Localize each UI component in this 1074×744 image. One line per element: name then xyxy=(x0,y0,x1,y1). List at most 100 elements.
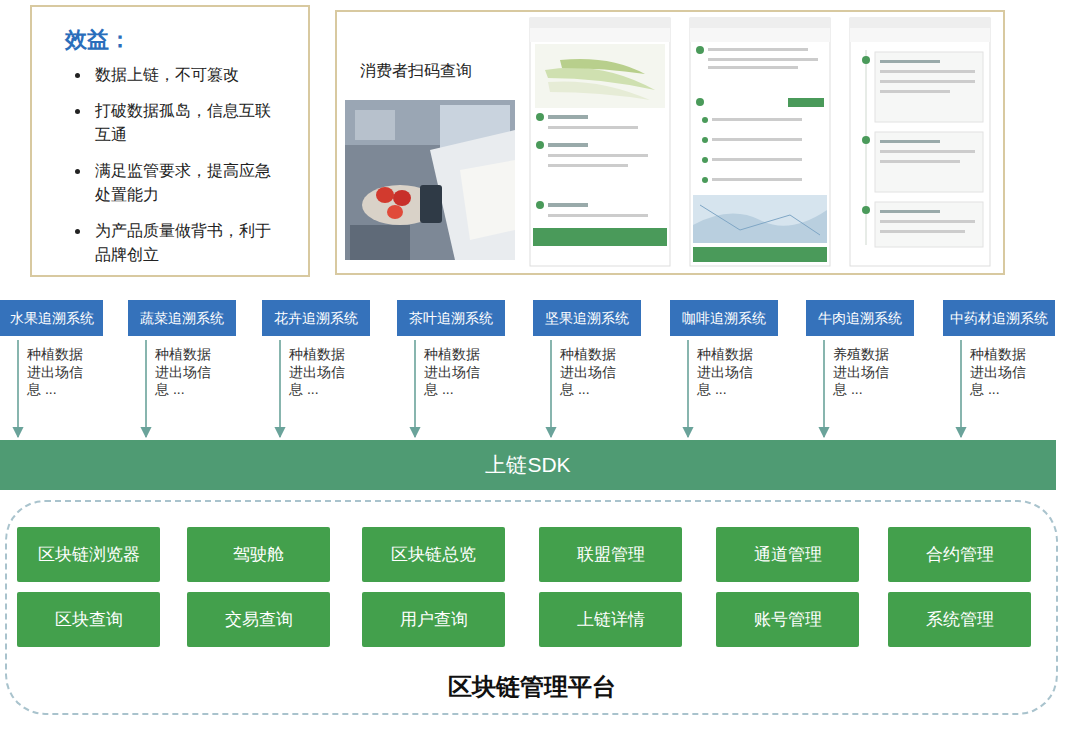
node-label: 交易查询 xyxy=(225,608,293,631)
flow-arrow xyxy=(550,340,552,437)
edge-label: 种植数据 进出场信息 ... xyxy=(697,346,759,399)
platform-outline: 区块链管理平台 区块链浏览器 驾驶舱 区块链总览 联盟管理 通道管理 合约管理区块查询 交易查… xyxy=(5,500,1058,715)
node-label: 花卉追溯系统 xyxy=(274,310,358,327)
node-label: 账号管理 xyxy=(754,608,822,631)
text-holder: 效益： xyxy=(65,25,302,55)
text-holder: 茶叶追溯系统 xyxy=(409,310,493,327)
text-holder: 系统管理 xyxy=(926,608,994,631)
edge-label-holder: 种植数据 进出场信息 ... xyxy=(155,346,217,399)
node-label: 上链SDK xyxy=(485,451,570,479)
trace-system-box: 坚果追溯系统 xyxy=(533,300,641,336)
flow-arrow xyxy=(279,340,281,437)
node-label: 通道管理 xyxy=(754,543,822,566)
function-box: 区块链浏览器 xyxy=(17,527,160,582)
function-box: 交易查询 xyxy=(187,592,330,647)
text-holder: 为产品质量做背书，利于品牌创立 xyxy=(65,219,302,267)
text-holder: 蔬菜追溯系统 xyxy=(140,310,224,327)
text-holder: 通道管理 xyxy=(754,543,822,566)
text-holder: 上链详情 xyxy=(577,608,645,631)
edge-label-holder: 种植数据 进出场信息 ... xyxy=(697,346,759,399)
scan-photo xyxy=(345,100,515,260)
function-box: 区块查询 xyxy=(17,592,160,647)
node-label: 系统管理 xyxy=(926,608,994,631)
text-holder: 区块查询 xyxy=(55,608,123,631)
edge-label-holder: 种植数据 进出场信息 ... xyxy=(970,346,1032,399)
flow-arrow xyxy=(145,340,147,437)
node-label: 中药材追溯系统 xyxy=(950,310,1048,327)
node-label: 茶叶追溯系统 xyxy=(409,310,493,327)
flow-arrow xyxy=(823,340,825,437)
platform-title: 区块链管理平台 xyxy=(448,671,616,703)
edge-label-holder: 种植数据 进出场信息 ... xyxy=(27,346,89,399)
bullet-text: 打破数据孤岛，信息互联互通 xyxy=(95,99,275,147)
edge-label: 种植数据 进出场信息 ... xyxy=(27,346,89,399)
node-label: 蔬菜追溯系统 xyxy=(140,310,224,327)
node-label: 驾驶舱 xyxy=(233,543,284,566)
text-holder: 满足监管要求，提高应急处置能力 xyxy=(65,159,302,207)
node-label: 区块链总览 xyxy=(391,543,476,566)
function-box: 联盟管理 xyxy=(539,527,682,582)
node-label: 坚果追溯系统 xyxy=(545,310,629,327)
trace-system-box: 茶叶追溯系统 xyxy=(397,300,505,336)
text-holder: 消费者扫码查询 xyxy=(360,60,1003,82)
edge-label: 种植数据 进出场信息 ... xyxy=(155,346,217,399)
text-holder: 区块链管理平台 xyxy=(448,671,616,703)
edge-label: 种植数据 进出场信息 ... xyxy=(970,346,1032,399)
benefit-panel: 效益： 数据上链，不可篡改打破数据孤岛，信息互联互通满足监管要求，提高应急处置能力… xyxy=(30,5,310,277)
text-holder: 用户查询 xyxy=(400,608,468,631)
edge-label: 种植数据 进出场信息 ... xyxy=(424,346,486,399)
text-holder: 中药材追溯系统 xyxy=(950,310,1048,327)
function-box: 区块链总览 xyxy=(362,527,505,582)
text-holder: 上链SDK xyxy=(485,451,570,479)
flow-arrow xyxy=(414,340,416,437)
flow-arrow xyxy=(687,340,689,437)
node-label: 用户查询 xyxy=(400,608,468,631)
trace-system-box: 蔬菜追溯系统 xyxy=(128,300,236,336)
text-holder: 咖啡追溯系统 xyxy=(682,310,766,327)
function-box: 驾驶舱 xyxy=(187,527,330,582)
text-holder: 区块链浏览器 xyxy=(38,543,140,566)
node-label: 上链详情 xyxy=(577,608,645,631)
text-holder: 交易查询 xyxy=(225,608,293,631)
phone-screenshot xyxy=(850,18,990,266)
bullet-text: 满足监管要求，提高应急处置能力 xyxy=(95,159,275,207)
text-holder: 数据上链，不可篡改 xyxy=(65,63,302,87)
node-label: 咖啡追溯系统 xyxy=(682,310,766,327)
sdk-band: 上链SDK xyxy=(0,440,1056,490)
function-box: 系统管理 xyxy=(888,592,1031,647)
trace-system-box: 咖啡追溯系统 xyxy=(670,300,778,336)
text-holder: 区块链总览 xyxy=(391,543,476,566)
edge-label-holder: 种植数据 进出场信息 ... xyxy=(289,346,351,399)
text-holder: 打破数据孤岛，信息互联互通 xyxy=(65,99,302,147)
edge-label-holder: 养殖数据 进出场信息 ... xyxy=(833,346,895,399)
trace-system-box: 中药材追溯系统 xyxy=(943,300,1055,336)
edge-label: 养殖数据 进出场信息 ... xyxy=(833,346,895,399)
flow-arrow xyxy=(960,340,962,437)
bullet-dot xyxy=(75,169,80,174)
node-label: 合约管理 xyxy=(926,543,994,566)
text-holder: 合约管理 xyxy=(926,543,994,566)
edge-label: 种植数据 进出场信息 ... xyxy=(560,346,622,399)
bullet-dot xyxy=(75,73,80,78)
function-box: 用户查询 xyxy=(362,592,505,647)
bullet-text: 数据上链，不可篡改 xyxy=(95,63,275,87)
edge-label: 种植数据 进出场信息 ... xyxy=(289,346,351,399)
node-label: 区块查询 xyxy=(55,608,123,631)
scan-query-panel: 消费者扫码查询 xyxy=(335,10,1005,275)
phone-screenshot xyxy=(690,18,830,266)
edge-label-holder: 种植数据 进出场信息 ... xyxy=(424,346,486,399)
text-holder: 花卉追溯系统 xyxy=(274,310,358,327)
text-holder: 牛肉追溯系统 xyxy=(818,310,902,327)
bullet-dot xyxy=(75,109,80,114)
trace-system-box: 水果追溯系统 xyxy=(0,300,103,336)
node-label: 联盟管理 xyxy=(577,543,645,566)
node-label: 区块链浏览器 xyxy=(38,543,140,566)
node-label: 水果追溯系统 xyxy=(10,310,94,327)
phone-screenshot xyxy=(530,18,670,266)
function-box: 账号管理 xyxy=(716,592,859,647)
bullet-text: 为产品质量做背书，利于品牌创立 xyxy=(95,219,275,267)
text-holder: 水果追溯系统 xyxy=(10,310,94,327)
panel-title: 效益： xyxy=(65,25,302,55)
flow-arrow xyxy=(17,340,19,437)
edge-label-holder: 种植数据 进出场信息 ... xyxy=(560,346,622,399)
